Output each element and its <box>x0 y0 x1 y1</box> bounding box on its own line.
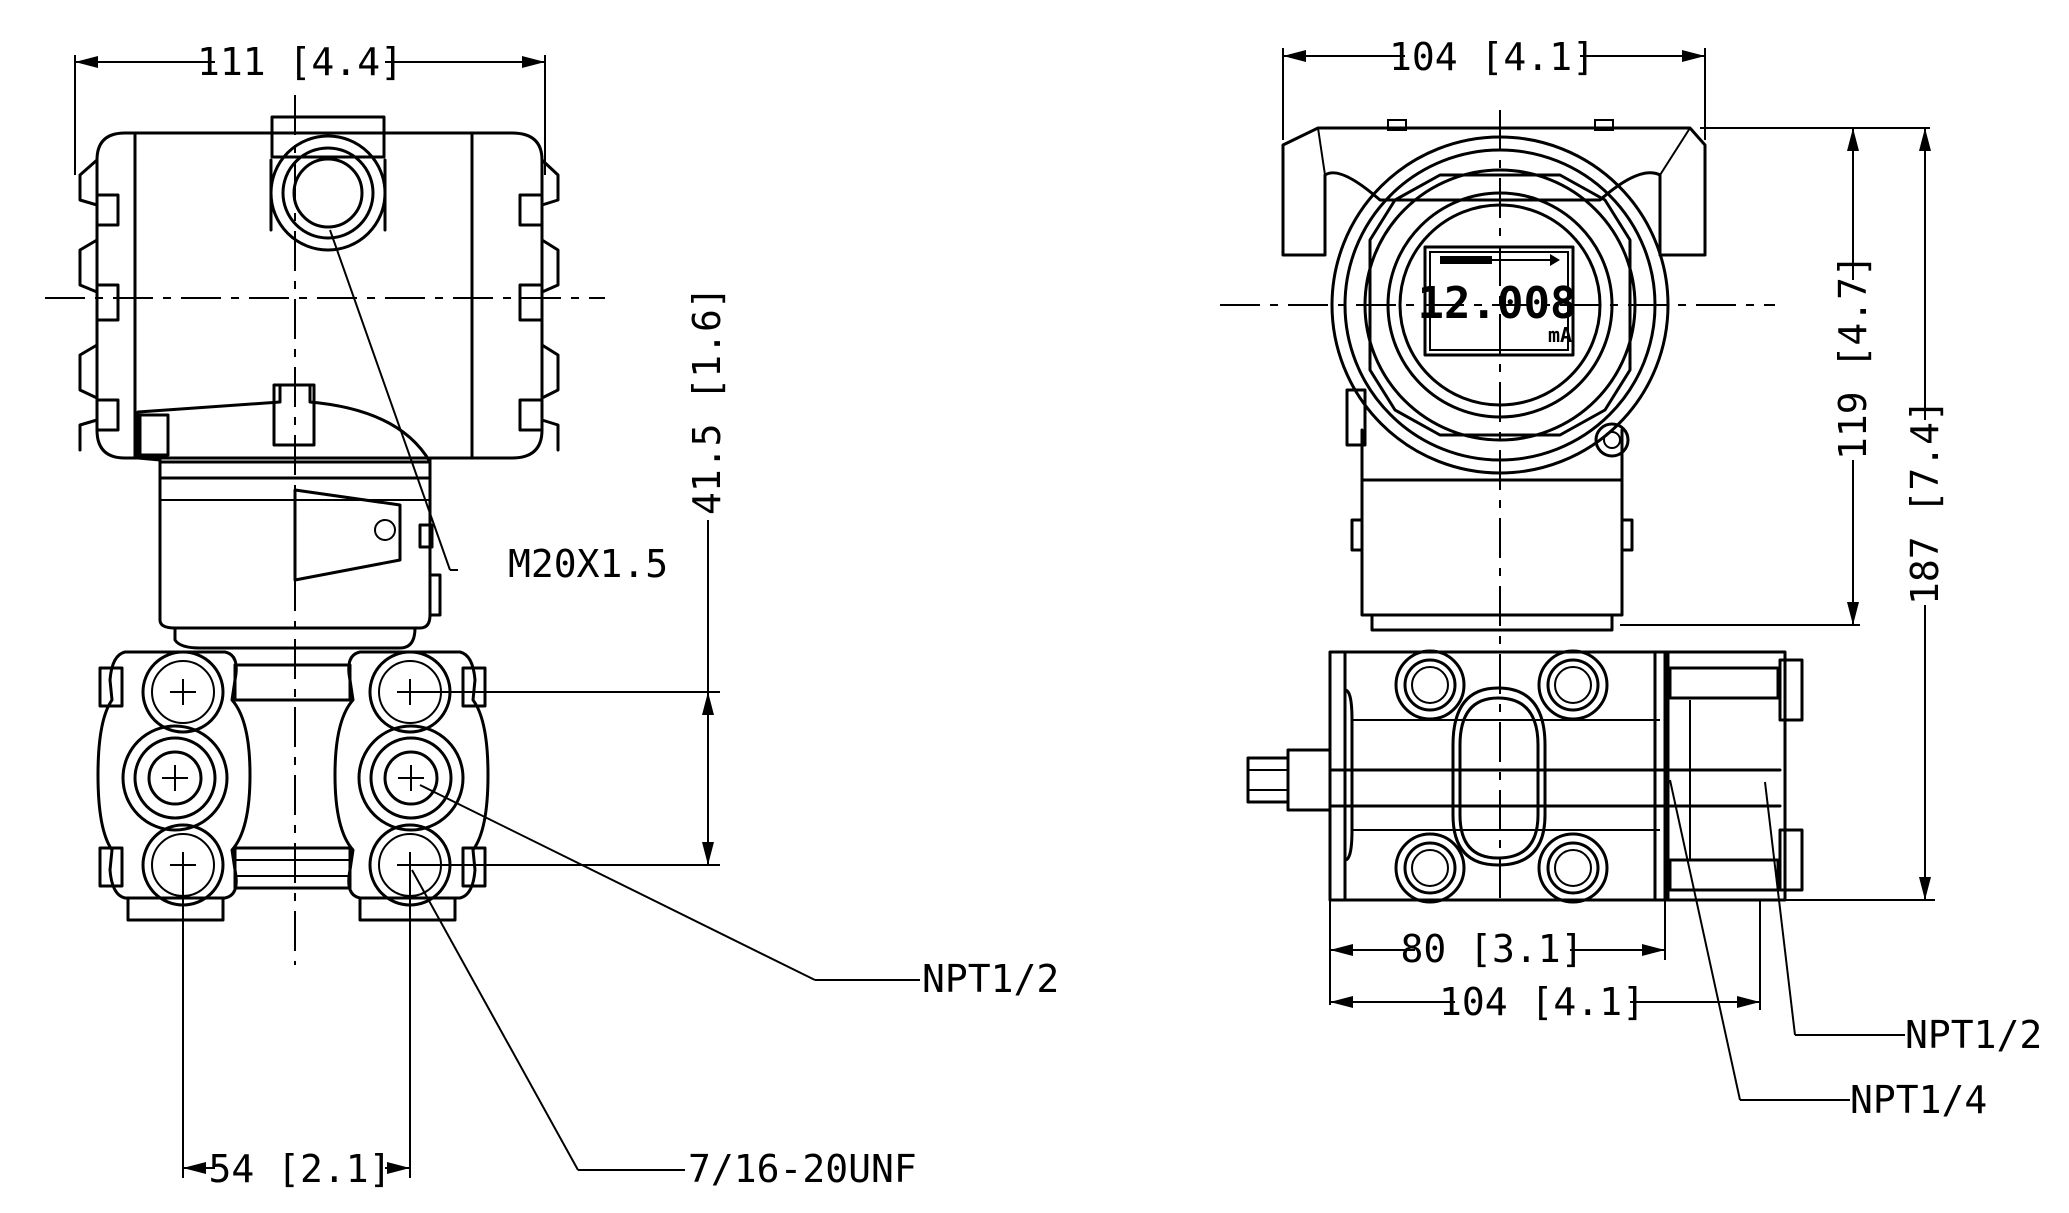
left-center-body <box>233 663 352 890</box>
process-port-icon <box>357 724 465 832</box>
callout-text: NPT1/4 <box>1850 1078 1987 1122</box>
callout-process: NPT1/2 <box>419 784 1059 1001</box>
callout-text: 7/16-20UNF <box>688 1147 917 1191</box>
dim-right-bottom-width: 104 [4.1] <box>1330 900 1761 1024</box>
dim-text: 41.5 [1.6] <box>685 286 729 515</box>
dim-text: 119 [4.7] <box>1831 254 1875 460</box>
nut-icon <box>1537 649 1609 721</box>
lcd-unit: mA <box>1548 323 1572 347</box>
dim-right-body-height: 119 [4.7] <box>1620 127 1930 626</box>
callout-right-vent: NPT1/4 <box>1669 779 1987 1122</box>
nut-icon <box>1537 832 1609 904</box>
right-flange-body <box>1246 650 1804 902</box>
callout-bolt: 7/16-20UNF <box>411 869 917 1191</box>
dim-text: 111 [4.4] <box>197 40 403 84</box>
left-flange-right <box>333 650 490 922</box>
process-port-icon <box>121 724 229 832</box>
callout-conduit: M20X1.5 <box>329 229 668 586</box>
right-neck <box>1350 428 1634 632</box>
nut-icon <box>1394 649 1466 721</box>
dim-right-flange-width: 80 [3.1] <box>1329 900 1666 1005</box>
left-flange-left <box>96 650 252 922</box>
lcd-display: 12.008 mA <box>1418 245 1577 357</box>
right-view: 12.008 mA <box>1220 35 2042 1122</box>
dim-text: 80 [3.1] <box>1400 927 1583 971</box>
left-housing <box>78 115 560 464</box>
dim-text: 54 [2.1] <box>208 1147 391 1191</box>
dim-right-total-height: 187 [7.4] <box>1785 128 1947 901</box>
nut-icon <box>1394 832 1466 904</box>
dim-left-top-width: 111 [4.4] <box>74 40 546 175</box>
left-view: 111 [4.4] 41.5 [1.6] 54 [2.1] M20X1.5 <box>45 40 1059 1191</box>
bolt-head-icon <box>141 650 225 734</box>
dim-right-top-width: 104 [4.1] <box>1282 35 1706 140</box>
callout-right-process: NPT1/2 <box>1764 781 2042 1057</box>
dim-text: 104 [4.1] <box>1389 35 1595 79</box>
callout-text: NPT1/2 <box>1905 1013 2042 1057</box>
callout-text: NPT1/2 <box>922 957 1059 1001</box>
lcd-reading: 12.008 <box>1418 278 1577 329</box>
dim-text: 104 [4.1] <box>1439 980 1645 1024</box>
left-neck <box>158 458 442 650</box>
dim-left-height: 41.5 [1.6] <box>410 286 729 866</box>
dim-text: 187 [7.4] <box>1903 399 1947 605</box>
dim-left-bolt-spacing: 54 [2.1] <box>182 865 411 1191</box>
callout-text: M20X1.5 <box>508 542 668 586</box>
